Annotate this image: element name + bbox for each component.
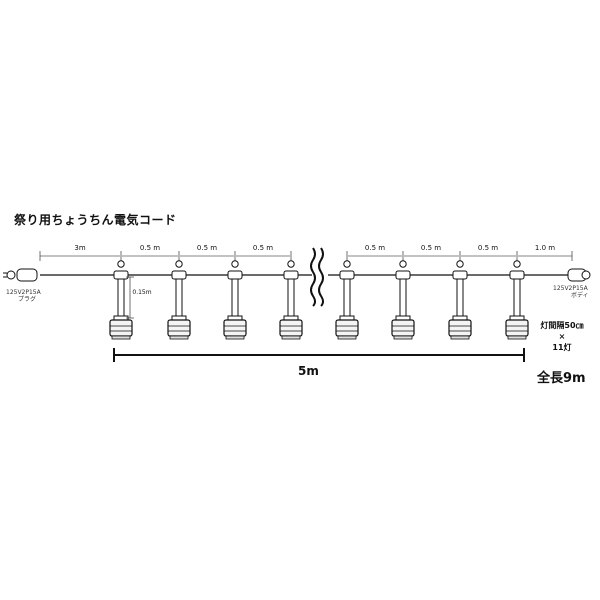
dim-spacing-3: 0.5 m	[252, 244, 274, 252]
socket-7	[448, 260, 472, 340]
spacing-note: 灯間隔50㎝ × 11灯	[537, 320, 587, 353]
dim-spacing-5: 0.5 m	[420, 244, 442, 252]
socket-3	[223, 260, 247, 340]
dim-lead-left: 3m	[74, 244, 86, 252]
dim-drop: 0.15m	[132, 289, 152, 296]
dim-spacing-6: 0.5 m	[477, 244, 499, 252]
drop-dimension	[126, 276, 134, 319]
break-mark	[310, 247, 316, 307]
dim-spacing-1: 0.5 m	[139, 244, 161, 252]
total-length: 全長9m	[537, 371, 586, 386]
span-label: 5m	[298, 364, 319, 378]
body-spec: 125V2P15A	[553, 285, 588, 292]
socket-1	[109, 260, 133, 340]
dim-spacing-4: 0.5 m	[364, 244, 386, 252]
plug-spec: 125V2P15A	[6, 289, 41, 296]
sockets	[109, 260, 529, 340]
spacing-note-line1: 灯間隔50㎝	[540, 321, 584, 330]
socket-5	[335, 260, 359, 340]
socket-2	[167, 260, 191, 340]
span-dimension	[113, 348, 525, 362]
socket-4	[279, 260, 303, 340]
body-connector-icon	[567, 268, 591, 282]
socket-8	[505, 260, 529, 340]
socket-6	[391, 260, 415, 340]
plug-icon	[3, 268, 38, 282]
body-connector-label: 125V2P15A ボディ	[553, 285, 589, 299]
plug-type: プラグ	[18, 296, 37, 303]
dim-spacing-2: 0.5 m	[196, 244, 218, 252]
dimension-lines	[39, 251, 573, 261]
spacing-note-line2: ×	[558, 332, 566, 341]
dim-lead-right: 1.0 m	[534, 244, 556, 252]
body-type: ボディ	[571, 292, 589, 299]
diagram-title: 祭り用ちょうちん電気コード	[14, 213, 177, 227]
plug-label: 125V2P15A プラグ	[6, 289, 41, 303]
spacing-note-line3: 11灯	[552, 343, 572, 352]
